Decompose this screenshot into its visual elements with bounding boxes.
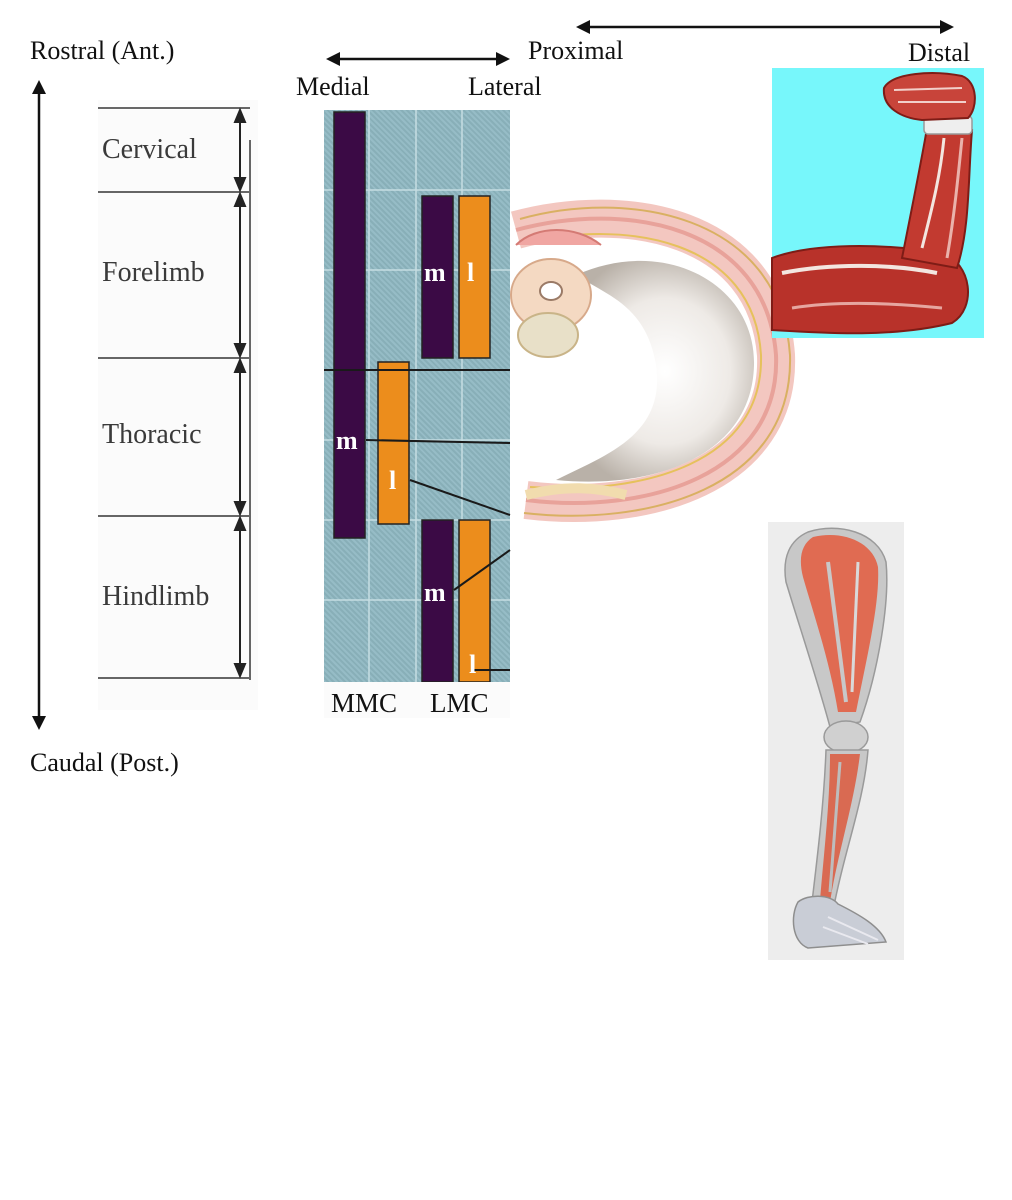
mmc-medial-letter: m: [336, 426, 358, 455]
grid-lines: [324, 110, 511, 683]
lateral-label: Lateral: [468, 72, 542, 101]
caudal-label: Caudal (Post.): [30, 748, 179, 777]
segment-hindlimb: Hindlimb: [102, 581, 210, 612]
column-label-strip: [324, 682, 510, 718]
mmc-label: MMC: [331, 688, 398, 718]
medial-label: Medial: [296, 72, 370, 101]
lmc-forelimb-medial-letter: m: [424, 258, 446, 287]
lmc-hindlimb-medial-letter: m: [424, 578, 446, 607]
lmc-forelimb-lateral-letter: l: [467, 258, 475, 287]
spinal-cord-cross-section: [510, 199, 796, 522]
rostral-label: Rostral (Ant.): [30, 36, 175, 65]
lmc-hindlimb-lateral-bar: [458, 519, 491, 683]
mmc-medial-bar: [333, 111, 366, 539]
medial-lateral-arrow: [326, 52, 510, 66]
mmc-thoracic-lateral-bar: [377, 361, 410, 525]
segment-cervical: Cervical: [102, 134, 197, 165]
segment-forelimb: Forelimb: [102, 257, 205, 288]
lmc-forelimb-lateral-bar: [458, 195, 491, 359]
lmc-hindlimb-lateral-letter: l: [469, 650, 477, 679]
mmc-lateral-letter: l: [389, 466, 397, 495]
segment-ruler-lines: [98, 107, 251, 680]
proximal-label: Proximal: [528, 36, 624, 65]
lmc-label: LMC: [430, 688, 489, 718]
rostral-caudal-arrow: [32, 80, 46, 730]
segment-ruler: [98, 100, 258, 710]
proximal-distal-arrow: [576, 20, 954, 34]
distal-label: Distal: [908, 38, 971, 67]
segment-thoracic: Thoracic: [102, 419, 202, 450]
arm-muscle-illustration: [771, 72, 976, 335]
leg-muscle-model: [784, 527, 888, 949]
lmc-forelimb-medial-bar: [421, 195, 454, 359]
